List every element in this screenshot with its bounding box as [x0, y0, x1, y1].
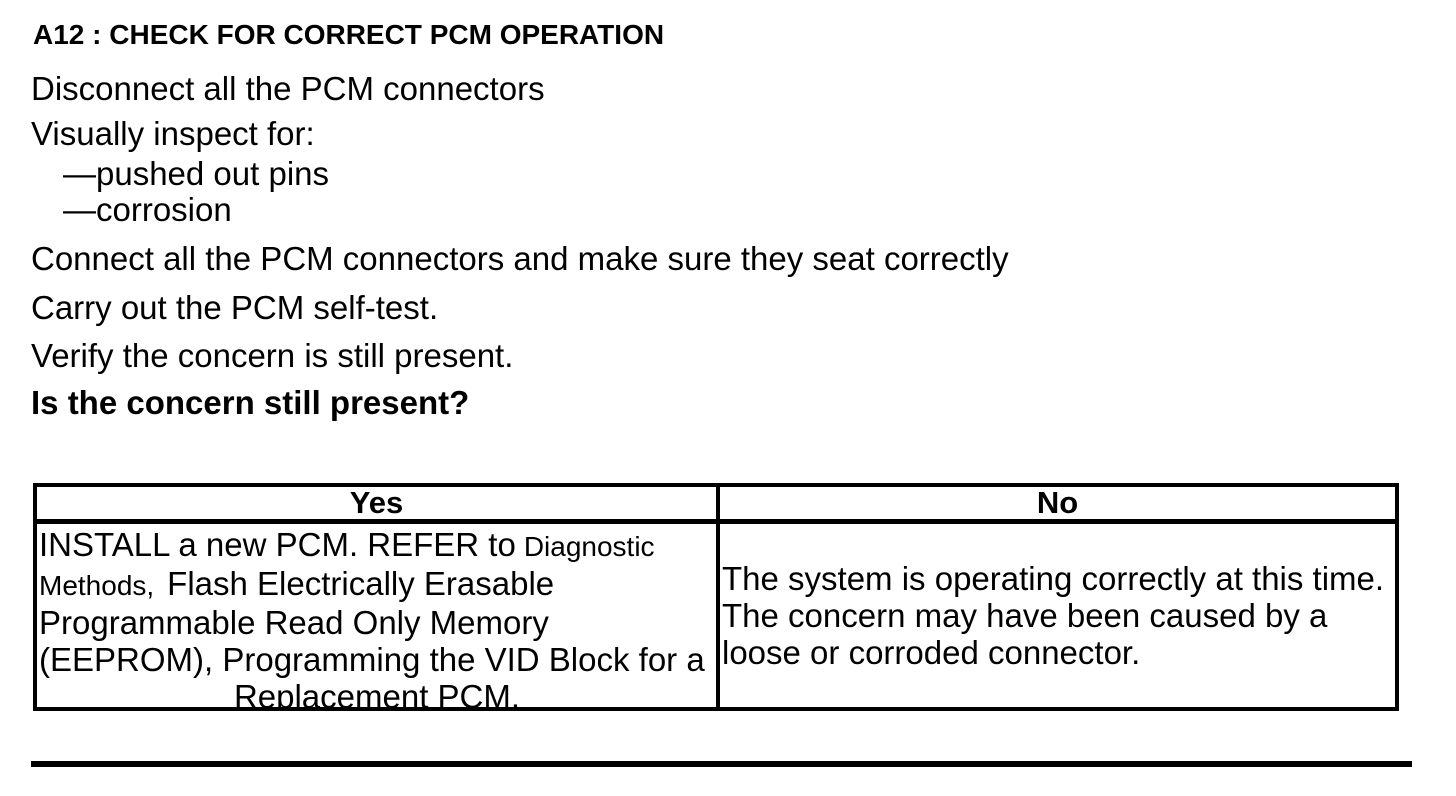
- yes-action-line: Programmable Read Only Memory: [39, 604, 549, 641]
- results-table-header-row: Yes No: [37, 485, 1395, 524]
- procedure-question: Is the concern still present?: [31, 384, 470, 421]
- procedure-substep-corrosion: —corrosion: [63, 191, 232, 228]
- procedure-step-disconnect: Disconnect all the PCM connectors: [31, 70, 545, 107]
- procedure-step-inspect: Visually inspect for:: [31, 115, 315, 152]
- page-title: A12 : CHECK FOR CORRECT PCM OPERATION: [33, 19, 665, 50]
- no-action-line: The concern may have been caused by a: [722, 597, 1328, 634]
- yes-action-text: Flash Electrically Erasable: [167, 565, 555, 602]
- procedure-step-selftest: Carry out the PCM self-test.: [31, 289, 439, 326]
- procedure-step-verify: Verify the concern is still present.: [31, 337, 514, 374]
- yes-action-line: Methods, Flash Electrically Erasable: [39, 565, 715, 604]
- no-action-line: loose or corroded connector.: [722, 634, 1141, 671]
- yes-action-line-centered: Replacement PCM.: [233, 678, 521, 707]
- reference-title-text: Methods,: [39, 570, 155, 601]
- no-action-line: The system is operating correctly at thi…: [722, 560, 1385, 597]
- procedure-step-connect: Connect all the PCM connectors and make …: [31, 240, 1009, 277]
- reference-title-text: Diagnostic: [523, 531, 655, 562]
- yes-column-header: Yes: [37, 485, 720, 520]
- yes-action-line: (EEPROM), Programming the VID Block for …: [39, 641, 705, 678]
- page-divider-rule: [31, 761, 1412, 767]
- yes-action-text: INSTALL a new PCM. REFER to: [39, 526, 516, 563]
- no-column-header: No: [1036, 485, 1079, 520]
- no-action-cell: The system is operating correctly at thi…: [720, 524, 1395, 707]
- procedure-substep-pushed-pins: —pushed out pins: [63, 155, 330, 192]
